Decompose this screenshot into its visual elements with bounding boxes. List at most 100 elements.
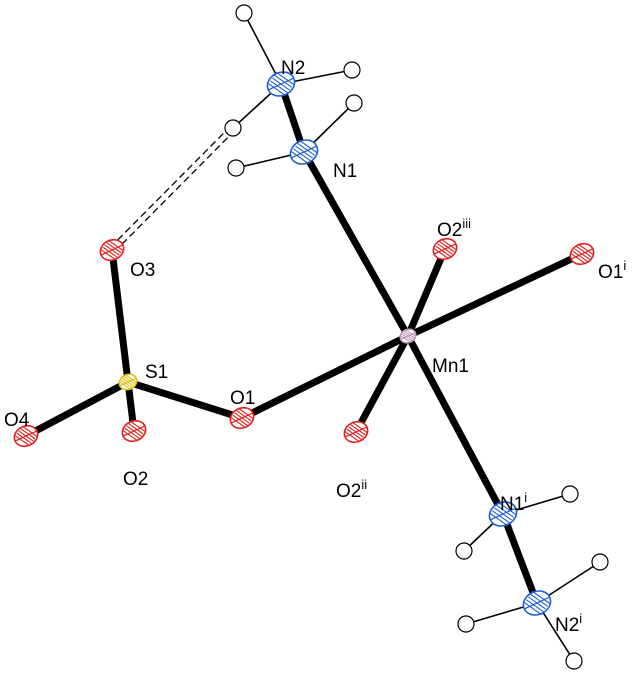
atom-label-Mn1: Mn1 — [432, 356, 469, 377]
atom-O4-hatch — [21, 425, 38, 437]
atom-label-N1: N1 — [333, 161, 357, 182]
atom-label-N1i: N1i — [500, 490, 527, 515]
atom-label-S1: S1 — [145, 362, 168, 383]
atom-label-superscript: iii — [462, 216, 471, 231]
atom-H1ia — [561, 485, 579, 503]
atom-H1ib-sphere — [455, 542, 473, 560]
atoms-layer — [13, 4, 609, 670]
atom-O2ii-hatch — [346, 428, 362, 441]
atom-N1i-hatch — [492, 510, 510, 524]
atom-O2 — [121, 419, 147, 443]
atom-N2i-hatch — [526, 599, 544, 613]
atom-N1i-axis — [490, 507, 516, 521]
bond-S1-O3 — [108, 246, 132, 386]
atom-N1-hatch — [297, 142, 315, 156]
atom-H2c — [224, 119, 242, 137]
atom-O2ii-hatch — [344, 431, 361, 443]
atom-label-superscript: i — [579, 611, 582, 626]
atom-label-O2: O2 — [123, 469, 148, 490]
atom-S1-hatch — [123, 375, 136, 385]
atom-N2-hatch — [276, 71, 294, 85]
atom-N2i — [522, 590, 552, 616]
atom-label-O4: O4 — [4, 410, 30, 431]
bond-Mn1-O1 — [238, 332, 412, 422]
atom-O1-axis — [230, 412, 254, 424]
atom-N2i-hatch — [524, 602, 542, 616]
bond-S1-O4 — [22, 378, 132, 440]
atom-H2ib — [457, 615, 475, 633]
atom-N1i — [488, 501, 518, 527]
atom-O1-hatch — [232, 414, 248, 427]
bond-Mn1-O2iii — [404, 245, 449, 340]
atom-O3-hatch — [107, 239, 124, 251]
atom-H1a — [345, 94, 363, 112]
atom-N1i-hatch — [498, 501, 516, 515]
atom-label-superscript: i — [623, 258, 626, 273]
atom-label-text: Mn1 — [432, 356, 469, 377]
atom-O1i-hatch — [572, 250, 588, 263]
atom-N1-axis — [291, 145, 317, 159]
atom-H2a-sphere — [235, 4, 253, 22]
atom-Mn1 — [399, 328, 417, 344]
atom-N2i-axis — [524, 596, 550, 610]
atom-H2ib-sphere — [457, 615, 475, 633]
atom-O2ii-axis — [344, 426, 368, 438]
atom-label-superscript: ii — [361, 477, 367, 492]
atom-H2ia — [591, 553, 609, 571]
atom-label-O2iii: O2iii — [437, 216, 471, 241]
atom-label-O1i: O1i — [598, 258, 626, 283]
atom-label-text: N1 — [500, 494, 524, 515]
atom-S1-axis — [119, 377, 137, 387]
atom-S1 — [118, 373, 138, 391]
atom-label-text: S1 — [145, 362, 168, 383]
atom-O1i-axis — [570, 248, 594, 260]
atom-N2-hatch — [268, 83, 286, 97]
atom-label-text: O1 — [598, 262, 623, 283]
atom-O4-hatch — [16, 432, 32, 445]
atom-O2-axis — [122, 425, 146, 437]
atom-N1 — [289, 139, 319, 165]
atom-O2iii-hatch — [435, 245, 451, 258]
atom-O3-axis — [100, 244, 124, 256]
atom-label-text: O3 — [130, 260, 155, 281]
atom-O4 — [13, 424, 39, 448]
atom-O2ii-hatch — [350, 423, 366, 436]
bond-N1i-N2i — [499, 510, 541, 607]
atom-N2-hatch — [270, 80, 288, 94]
atom-O1 — [229, 406, 255, 430]
atom-label-text: O2 — [123, 469, 148, 490]
bond-Mn1-N1 — [300, 148, 412, 340]
atom-Mn1-hatch — [400, 335, 411, 344]
atom-label-O2ii: O2ii — [336, 477, 367, 502]
atom-N1-hatch — [291, 151, 309, 165]
atom-N2i-hatch — [532, 590, 550, 604]
atom-N2-axis — [268, 77, 294, 91]
atom-O2ii-hatch — [351, 421, 368, 433]
atom-O1i-hatch — [576, 245, 592, 258]
bond-Mn1-O1i — [404, 250, 586, 340]
atom-O1-hatch — [230, 417, 247, 429]
atom-H2b — [343, 61, 361, 79]
bond-Mn1-O2ii — [352, 332, 412, 436]
atom-Mn1-hatch — [405, 328, 416, 337]
atom-N1i-hatch — [490, 513, 508, 527]
atom-H1b — [227, 159, 245, 177]
hydrogen-bond-O3-H2c-1 — [109, 125, 232, 249]
atom-Mn1-axis — [400, 332, 416, 340]
atom-H2c-sphere — [224, 119, 242, 137]
atom-H2ic — [565, 652, 583, 670]
atom-label-text: N2 — [281, 58, 305, 79]
atom-label-text: O2 — [437, 220, 462, 241]
bond-Mn1-N1i — [404, 332, 507, 518]
atom-O1i-hatch — [577, 243, 594, 255]
atom-H1b-sphere — [227, 159, 245, 177]
atom-N1-hatch — [293, 148, 311, 162]
atom-label-N2: N2 — [281, 58, 305, 79]
atom-O2-hatch — [128, 422, 144, 435]
atom-label-text: O1 — [230, 388, 255, 409]
atom-Mn1-hatch — [403, 330, 415, 339]
atom-label-O1: O1 — [230, 388, 255, 409]
atom-H1ib — [455, 542, 473, 560]
atom-O3-hatch — [102, 246, 118, 259]
